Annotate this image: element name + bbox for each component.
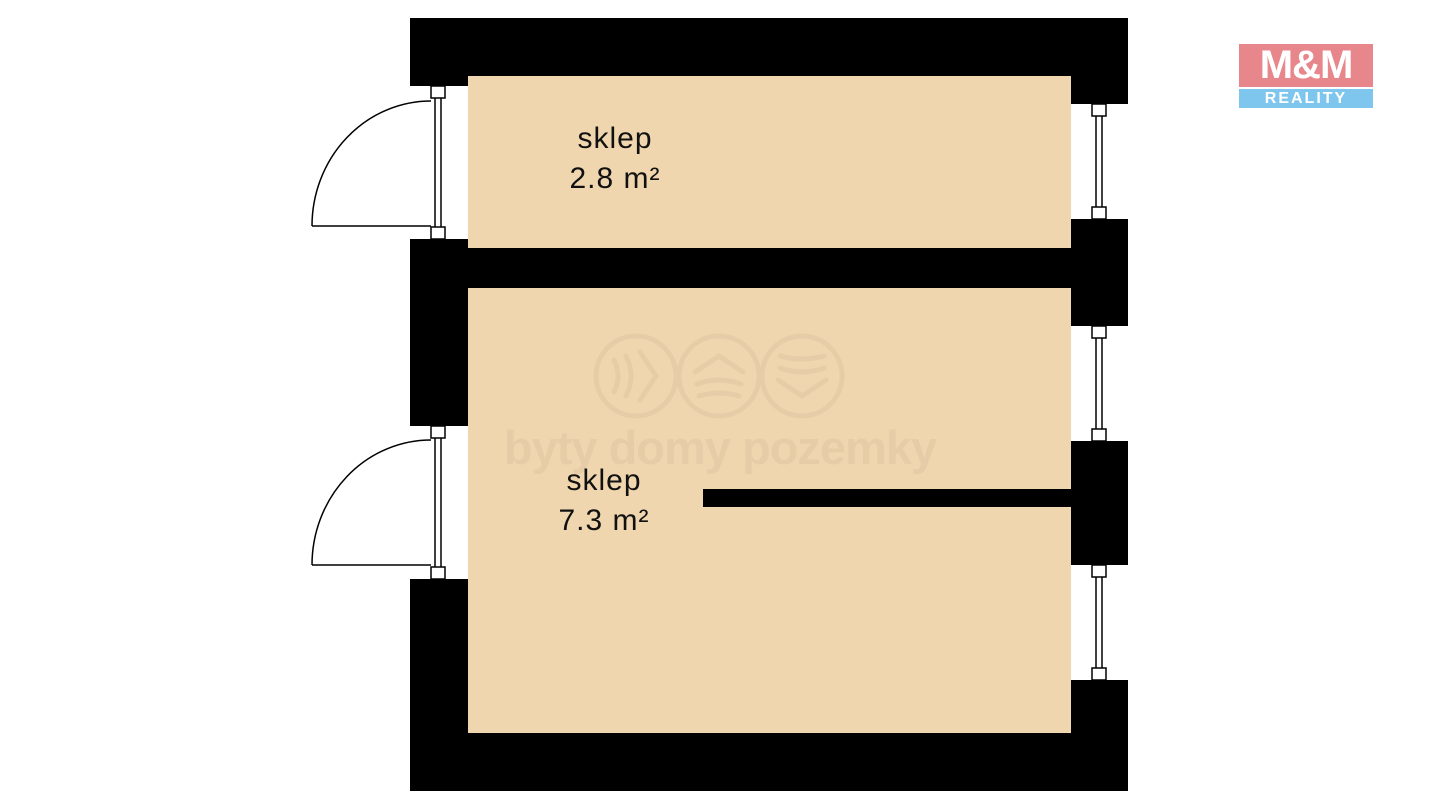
window-2 bbox=[1091, 325, 1107, 442]
forward-arrows-icon bbox=[593, 333, 679, 419]
room-label-upper: sklep 2.8 m² bbox=[515, 119, 715, 199]
room-name: sklep bbox=[566, 464, 642, 497]
watermark-icons bbox=[593, 333, 845, 419]
logo-mark: M&M bbox=[1239, 44, 1373, 87]
window-opening-1 bbox=[1071, 104, 1128, 219]
window-3 bbox=[1091, 564, 1107, 681]
room-floor-upper bbox=[468, 76, 1071, 248]
room-area: 7.3 m² bbox=[558, 504, 650, 537]
window-1 bbox=[1091, 103, 1107, 220]
window-opening-2 bbox=[1071, 326, 1128, 441]
up-arrows-icon bbox=[676, 333, 762, 419]
room-area: 2.8 m² bbox=[569, 162, 661, 195]
logo-wordmark: REALITY bbox=[1239, 89, 1373, 108]
door-opening-upper bbox=[410, 86, 468, 239]
room-floor-lower bbox=[468, 288, 1071, 733]
window-opening-3 bbox=[1071, 565, 1128, 680]
door-frame-lower bbox=[430, 425, 446, 580]
room-name: sklep bbox=[577, 122, 653, 155]
door-opening-lower bbox=[410, 426, 468, 579]
door-swing-upper bbox=[311, 100, 432, 227]
door-swing-lower bbox=[311, 439, 432, 566]
down-arrows-icon bbox=[759, 333, 845, 419]
interior-partition bbox=[703, 489, 1071, 507]
watermark-text: byty domy pozemky bbox=[503, 421, 937, 474]
logo: M&M REALITY bbox=[1239, 44, 1373, 108]
door-frame-upper bbox=[430, 85, 446, 240]
room-label-lower: sklep 7.3 m² bbox=[504, 461, 704, 541]
